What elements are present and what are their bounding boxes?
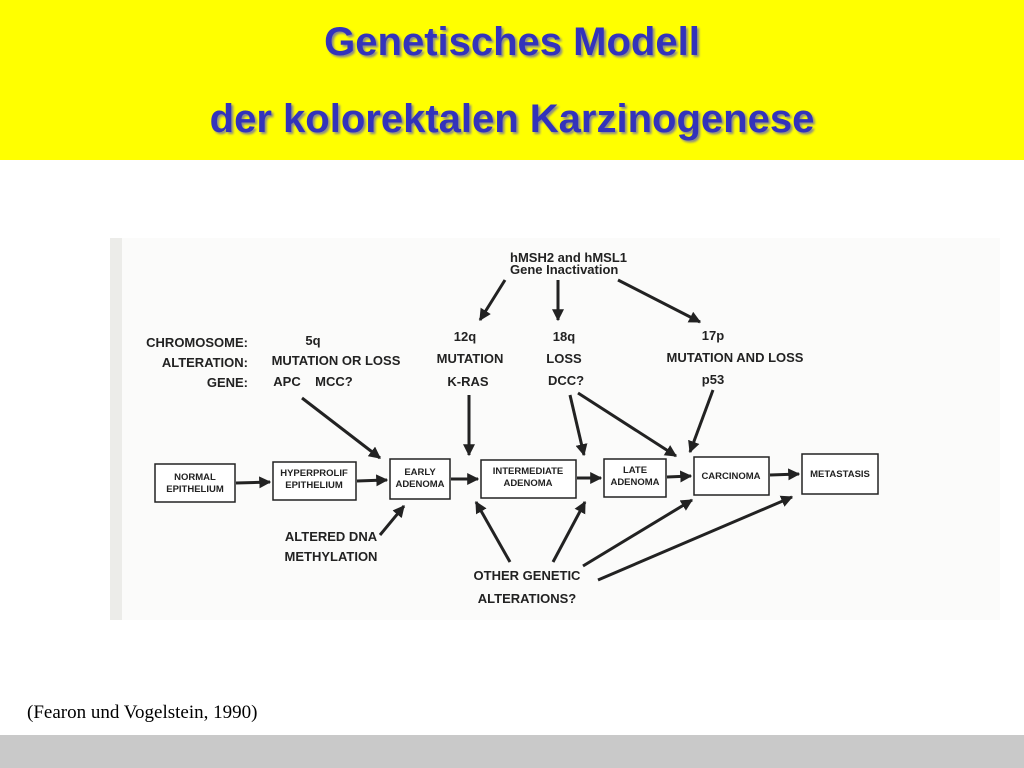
- chr17p-gene: p53: [702, 372, 724, 387]
- chr5q-gene: APC MCC?: [273, 374, 353, 389]
- arrow-17p-to-carcinoma: [688, 389, 715, 454]
- stage-box-early-adenoma: [389, 458, 451, 500]
- top-input-label-1: hMSH2 and hMSL1: [510, 250, 627, 265]
- chr5q-alteration: MUTATION OR LOSS: [272, 353, 401, 368]
- top-input-label-2: Gene Inactivation: [510, 262, 618, 277]
- other-genetic-label-2: ALTERATIONS?: [478, 591, 577, 606]
- chr17p-chromosome: 17p: [702, 328, 724, 343]
- arrow-18q-to-late-adenoma: [568, 394, 588, 457]
- chr18q-gene: DCC?: [548, 373, 584, 388]
- chr17p-alteration: MUTATION AND LOSS: [667, 350, 804, 365]
- arrow-5q-to-early-adenoma: [301, 396, 381, 460]
- chr12q-chromosome: 12q: [454, 329, 476, 344]
- chr18q-alteration: LOSS: [546, 351, 582, 366]
- citation: (Fearon und Vogelstein, 1990): [27, 702, 258, 723]
- arrow-input-to-17p: [617, 278, 702, 324]
- stage-hyperprolif-label-2: EPITHELIUM: [285, 480, 343, 491]
- stage-hyperprolif-label-1: HYPERPROLIF: [280, 468, 348, 479]
- arrow-18q-to-carcinoma: [577, 391, 678, 458]
- arrow-hyperprolif-to-early: [356, 474, 389, 487]
- stage-intermediate-adenoma-label-2: ADENOMA: [503, 478, 552, 489]
- arrow-other-to-metastasis: [597, 495, 794, 582]
- dna-methylation-label-2: METHYLATION: [285, 549, 378, 564]
- legend-alteration: ALTERATION:: [162, 355, 248, 370]
- slide-title-line-1: Genetisches Modell: [324, 20, 700, 64]
- chr5q-chromosome: 5q: [305, 333, 320, 348]
- arrow-methylation-to-early-adenoma: [378, 505, 406, 536]
- slide-title-line-2: der kolorektalen Karzinogenese: [209, 97, 815, 141]
- stage-box-late-adenoma: [603, 458, 667, 498]
- arrow-other-to-intermediate: [474, 500, 512, 563]
- stage-box-normal: [154, 463, 236, 503]
- arrow-carcinoma-to-metastasis: [769, 468, 801, 481]
- dna-methylation-label-1: ALTERED DNA: [285, 529, 378, 544]
- stage-metastasis-label: METASTASIS: [810, 469, 870, 480]
- other-genetic-label-1: OTHER GENETIC: [474, 568, 582, 583]
- arrow-input-to-12q: [478, 279, 507, 322]
- legend-chromosome: CHROMOSOME:: [146, 335, 248, 350]
- arrow-normal-to-hyperprolif: [235, 476, 272, 489]
- stage-early-adenoma-label-2: ADENOMA: [395, 479, 444, 490]
- chr18q-chromosome: 18q: [553, 329, 575, 344]
- arrow-other-to-late-adenoma: [551, 500, 587, 563]
- chr12q-gene: K-RAS: [447, 374, 488, 389]
- stage-intermediate-adenoma-label-1: INTERMEDIATE: [493, 466, 564, 477]
- footer-bar: [0, 735, 1024, 768]
- stage-early-adenoma-label-1: EARLY: [404, 467, 436, 478]
- stage-box-hyperprolif: [272, 461, 357, 501]
- arrow-other-to-carcinoma: [582, 498, 694, 568]
- stage-box-intermediate-adenoma: [480, 459, 577, 499]
- legend-gene: GENE:: [207, 375, 248, 390]
- title-bar: [0, 0, 1024, 160]
- stage-carcinoma-label: CARCINOMA: [701, 471, 760, 482]
- stage-box-metastasis: [801, 453, 879, 495]
- stage-box-carcinoma: [693, 456, 770, 496]
- stage-normal-label-1: NORMAL: [174, 472, 216, 483]
- stage-late-adenoma-label-1: LATE: [623, 465, 647, 476]
- scan-left-edge: [110, 238, 122, 620]
- chr12q-alteration: MUTATION: [437, 351, 504, 366]
- stage-late-adenoma-label-2: ADENOMA: [610, 477, 659, 488]
- arrow-late-to-carcinoma: [666, 470, 693, 483]
- stage-normal-label-2: EPITHELIUM: [166, 484, 224, 495]
